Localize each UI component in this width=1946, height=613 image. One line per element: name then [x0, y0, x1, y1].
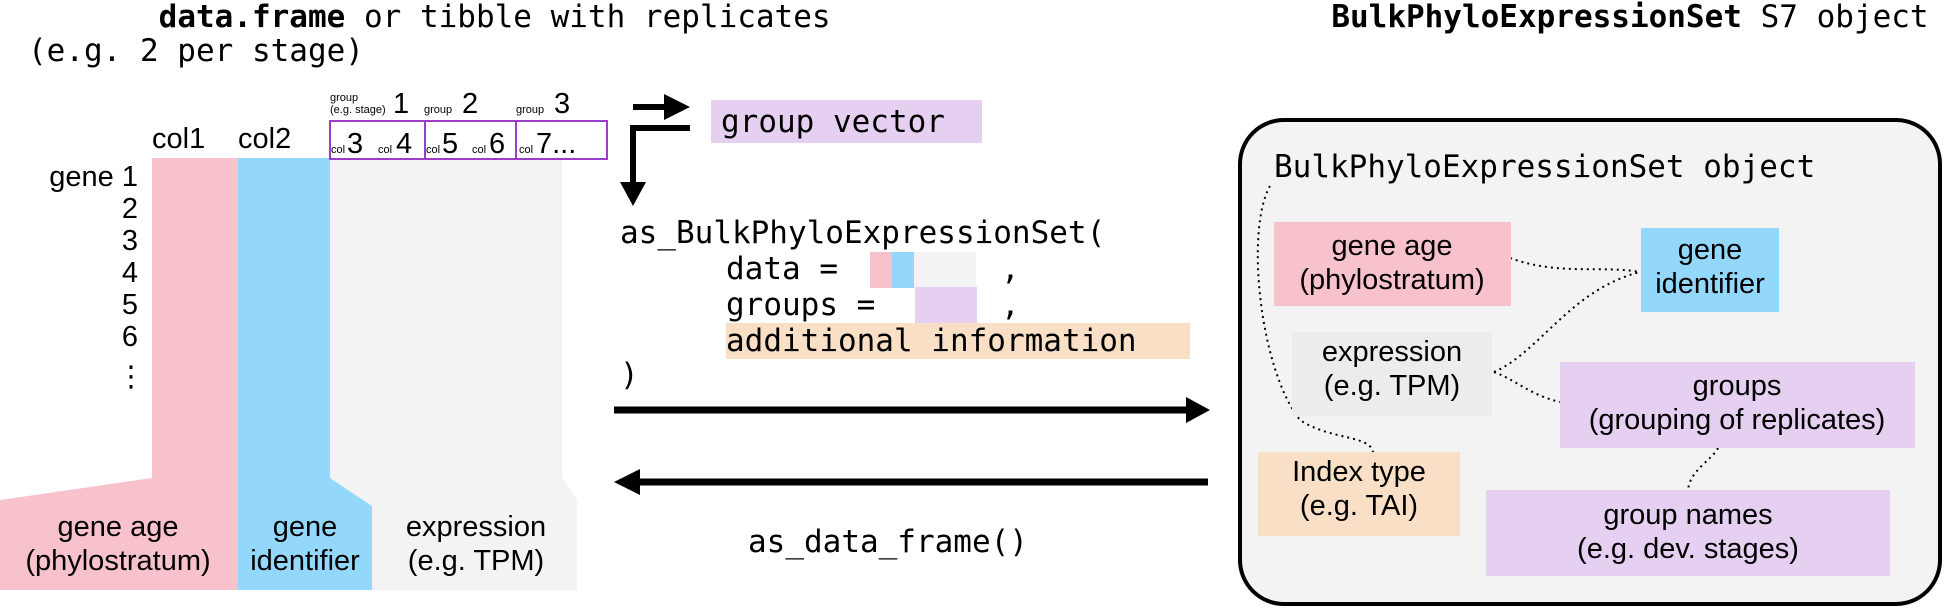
code-comma-2: , — [1001, 287, 1020, 323]
group-vector-arrowhead — [664, 94, 690, 120]
right-gene-id-1: gene — [1678, 234, 1743, 266]
right-group-names-box — [1486, 490, 1890, 576]
rep-col-3-small: col — [331, 144, 345, 156]
code-comma-1: , — [1001, 251, 1020, 287]
elbow-arrow — [630, 125, 690, 186]
svg-text:data.frame or tibble with repl: data.frame or tibble with replicates — [28, 0, 924, 35]
left-gene-id-label-2: identifier — [250, 545, 360, 577]
row-labels: gene 1 2 3 4 5 6 ⋮ — [49, 161, 145, 393]
right-expression-box — [1292, 332, 1492, 416]
left-gene-id-label-1: gene — [273, 511, 338, 543]
group-header-2: group 2 — [424, 88, 478, 120]
gene-age-column — [0, 158, 238, 590]
left-gene-age-label-2: (phylostratum) — [25, 545, 210, 577]
connector-groups-names — [1687, 447, 1719, 491]
data-swatch-pink — [870, 252, 892, 288]
rep-col-3-num: 3 — [347, 128, 363, 160]
right-gene-age-1: gene age — [1332, 230, 1453, 262]
group-3-box — [515, 120, 608, 160]
left-title-line2: (e.g. 2 per stage) — [28, 33, 364, 69]
gene-identifier-column — [238, 158, 372, 590]
group-3-small: group — [516, 104, 544, 116]
rep-col-4-small: col — [378, 144, 392, 156]
replicate-header-boxes: col 3 col 4 col 5 col 6 col 7... — [329, 120, 608, 160]
right-expression-2: (e.g. TPM) — [1324, 370, 1460, 402]
col2-header: col2 — [238, 123, 291, 155]
right-index-1: Index type — [1292, 456, 1426, 488]
right-group-names-2: (e.g. dev. stages) — [1577, 533, 1799, 565]
right-gene-id-2: identifier — [1655, 268, 1765, 300]
row-label-3: 3 — [122, 225, 138, 257]
group-1-box — [329, 120, 426, 160]
left-title: data.frame or tibble with replicates (e.… — [28, 0, 924, 69]
right-groups-2: (grouping of replicates) — [1589, 404, 1886, 436]
group-2-num: 2 — [462, 88, 478, 120]
code-line-1: as_BulkPhyloExpressionSet( — [620, 215, 1105, 251]
right-title: BulkPhyloExpressionSet S7 object — [1238, 0, 1946, 35]
left-expression-label-1: expression — [406, 511, 546, 543]
right-index-box — [1258, 452, 1460, 536]
right-expression-1: expression — [1322, 336, 1462, 368]
left-gene-age-label-1: gene age — [58, 511, 179, 543]
backward-arrowhead — [614, 469, 640, 495]
code-groups-label: groups = — [726, 287, 894, 323]
data-swatch-gray — [914, 252, 976, 288]
dotted-connectors — [1256, 185, 1719, 491]
group-1-small2: (e.g. stage) — [330, 104, 386, 116]
group-1-small: group — [330, 92, 358, 104]
group-vector-label: group vector — [721, 104, 945, 140]
right-gene-age-2: (phylostratum) — [1299, 264, 1484, 296]
right-index-2: (e.g. TAI) — [1300, 490, 1418, 522]
rep-col-7-num: 7... — [536, 128, 576, 160]
code-close: ) — [620, 357, 639, 393]
rep-col-6-num: 6 — [489, 128, 505, 160]
connector-label-index — [1256, 185, 1374, 453]
right-group-names-1: group names — [1603, 499, 1772, 531]
rep-col-5-num: 5 — [442, 128, 458, 160]
connector-expression-id — [1493, 271, 1641, 373]
additional-info-highlight — [726, 323, 1190, 359]
row-label-4: 4 — [122, 257, 138, 289]
left-expression-label-2: (e.g. TPM) — [408, 545, 544, 577]
back-call: as_data_frame() — [748, 524, 1028, 560]
group-header-3: group 3 — [516, 88, 570, 120]
data-swatch-blue — [892, 252, 914, 288]
right-groups-box — [1560, 362, 1915, 448]
groups-swatch — [915, 287, 977, 323]
row-label-6: 6 — [122, 321, 138, 353]
row-label-5: 5 — [122, 289, 138, 321]
rep-col-5-small: col — [426, 144, 440, 156]
code-additional: additional information — [726, 323, 1137, 359]
group-1-num: 1 — [393, 88, 409, 120]
right-title-bold: BulkPhyloExpressionSet — [1331, 0, 1742, 35]
connector-expression-groups — [1493, 371, 1561, 403]
right-gene-age-box — [1274, 222, 1511, 306]
forward-arrowhead — [1186, 397, 1210, 423]
row-label-gene-1: gene 1 — [49, 161, 138, 193]
code-data-label: data = — [726, 251, 857, 287]
object-label: BulkPhyloExpressionSet object — [1274, 149, 1815, 185]
row-label-2: 2 — [122, 193, 138, 225]
right-gene-id-box — [1641, 228, 1779, 312]
rep-col-4-num: 4 — [396, 128, 412, 160]
right-groups-1: groups — [1693, 370, 1782, 402]
code-block: as_BulkPhyloExpressionSet( data = , grou… — [620, 215, 1190, 393]
expression-column — [330, 158, 577, 590]
group-2-small: group — [424, 104, 452, 116]
left-title-rest: or tibble with replicates — [345, 0, 830, 35]
rep-col-6-small: col — [472, 144, 486, 156]
group-header-1: group (e.g. stage) 1 — [330, 88, 409, 120]
group-3-num: 3 — [554, 88, 570, 120]
rep-col-7-small: col — [519, 144, 533, 156]
group-vector-box — [711, 100, 982, 143]
col1-header: col1 — [152, 123, 205, 155]
elbow-arrowhead — [620, 182, 646, 206]
row-ellipsis: ⋮ — [117, 361, 146, 393]
left-title-bold: data.frame — [159, 0, 346, 35]
right-title-rest: S7 object — [1742, 0, 1929, 35]
